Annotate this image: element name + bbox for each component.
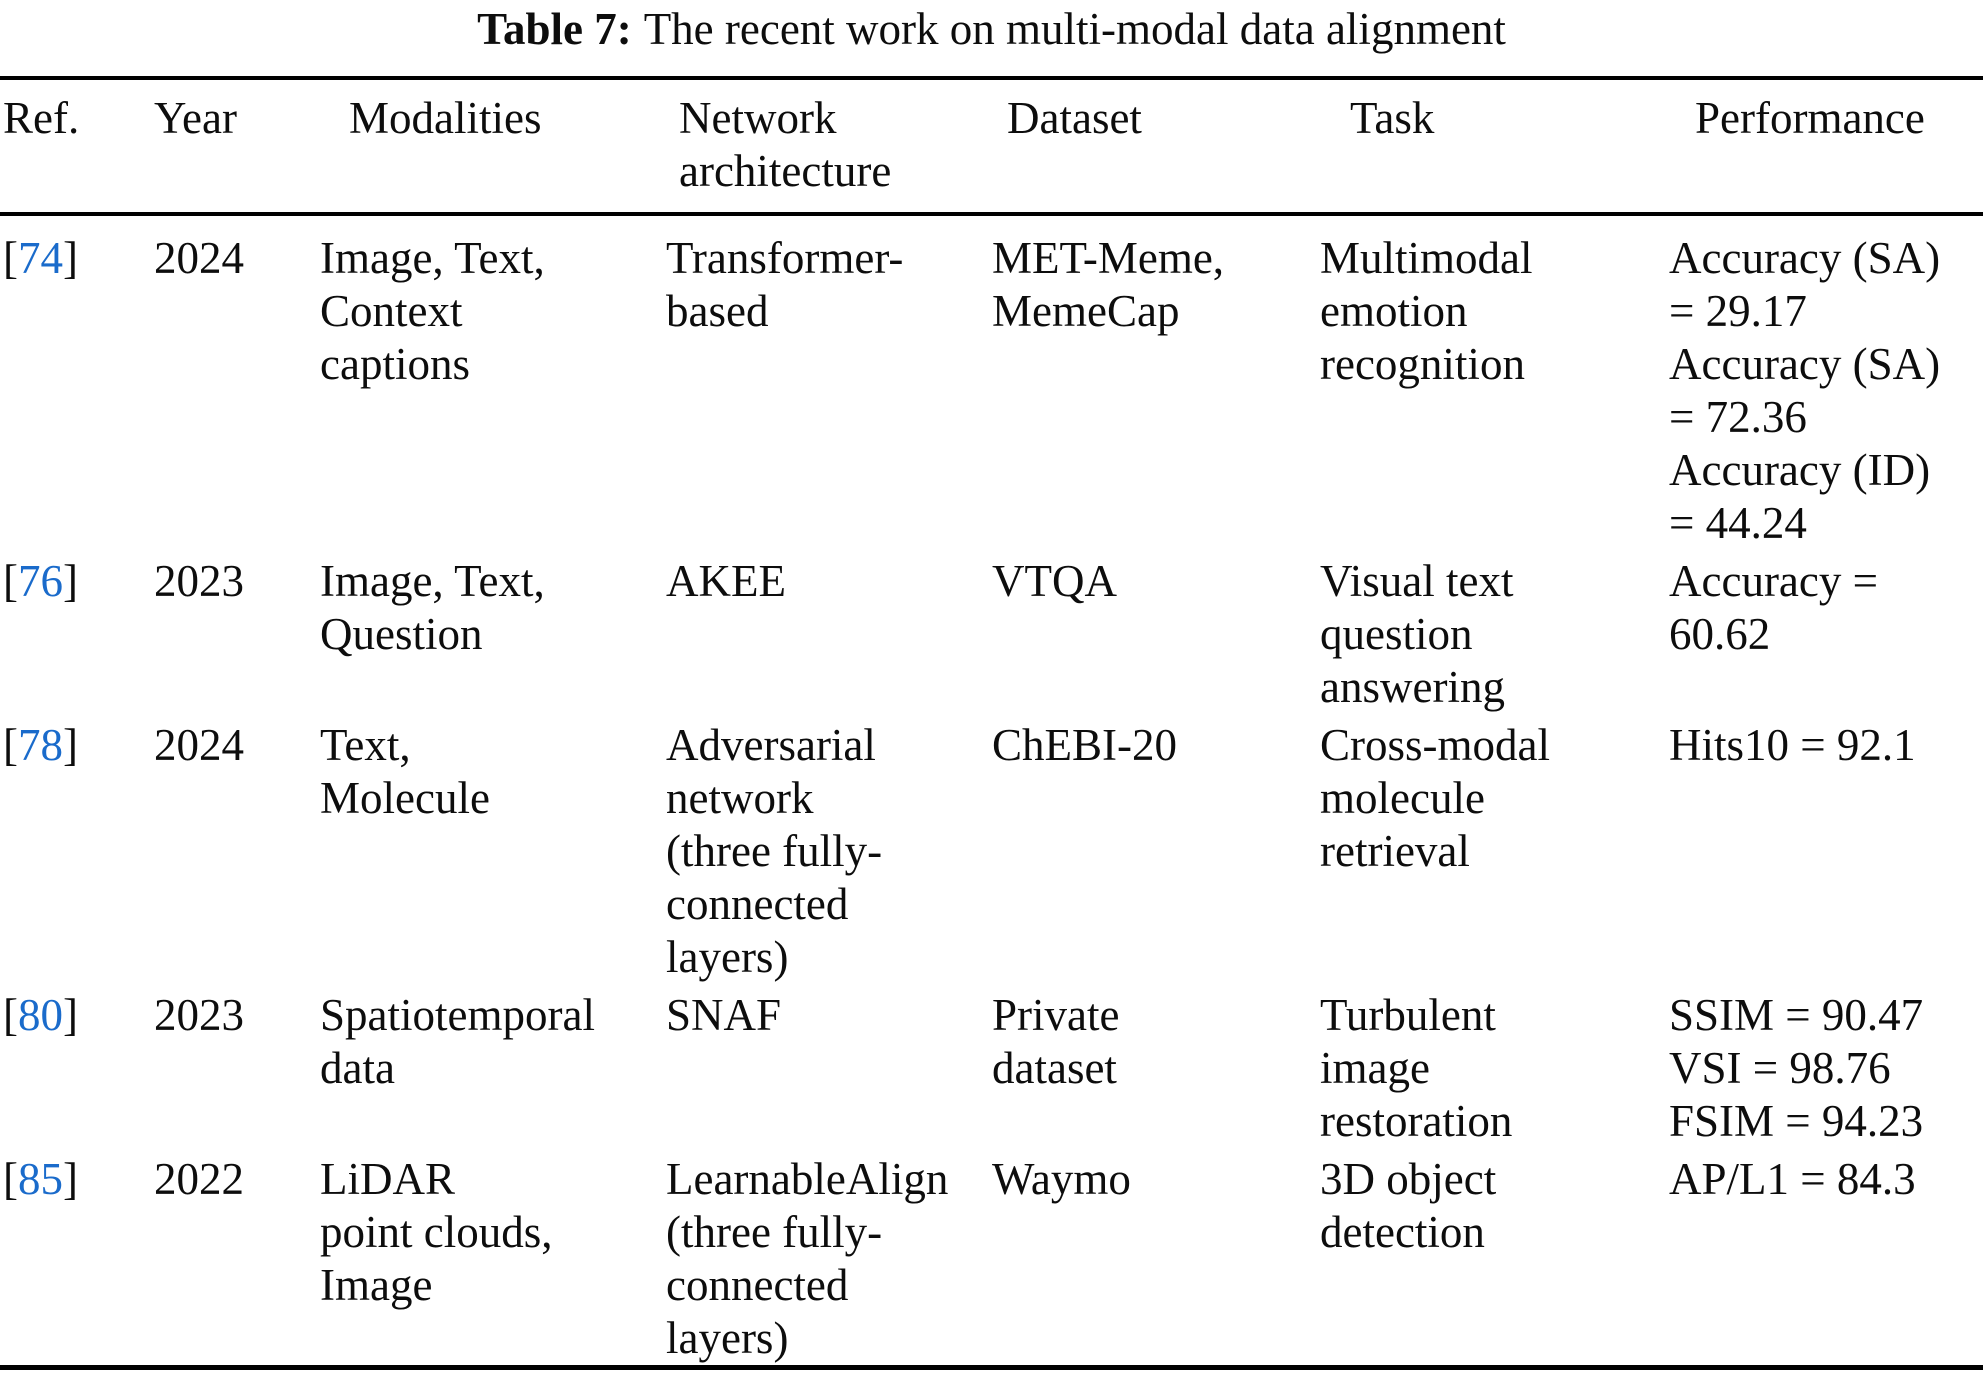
column-header-dataset: Dataset: [1007, 93, 1142, 143]
cell-network-architecture: Adversarial network (three fully- connec…: [666, 720, 883, 982]
cell-performance: AP/L1 = 84.3: [1669, 1154, 1916, 1204]
table-row: [76] 2023 Image, Text, Question AKEE VTQA Vis…: [0, 550, 1983, 714]
column-header-modalities: Modalities: [349, 93, 542, 143]
citation-link[interactable]: 74: [18, 233, 63, 283]
column-header-year: Year: [154, 93, 237, 143]
table-caption: Table 7:The recent work on multi-modal d…: [0, 0, 1983, 58]
header-row: Ref. Year Modalities Network architectur…: [0, 78, 1983, 214]
column-header-performance: Performance: [1695, 93, 1925, 143]
table-row: [80] 2023 Spatiotemporal data SNAF Private d…: [0, 984, 1983, 1148]
citation-link[interactable]: 80: [18, 990, 63, 1040]
cell-year: 2024: [154, 233, 244, 283]
cell-modalities: Image, Text, Question: [320, 556, 545, 659]
data-table: Ref. Year Modalities Network architectur…: [0, 76, 1983, 1370]
cell-ref: [78]: [3, 720, 78, 770]
cell-ref: [76]: [3, 556, 78, 606]
cell-dataset: VTQA: [992, 556, 1117, 606]
cell-ref: [85]: [3, 1154, 78, 1204]
cell-dataset: MET-Meme, MemeCap: [992, 233, 1225, 336]
column-header-ref: Ref.: [3, 93, 80, 143]
cell-network-architecture: SNAF: [666, 990, 782, 1040]
table-body: [74] 2024 Image, Text, Context captions Tra…: [0, 214, 1983, 1368]
table-row: [85] 2022 LiDAR point clouds, Image Learnab…: [0, 1148, 1983, 1368]
table-caption-text: The recent work on multi-modal data alig…: [643, 4, 1506, 54]
table-caption-label: Table 7:: [477, 4, 632, 54]
cell-modalities: Spatiotemporal data: [320, 990, 595, 1093]
cell-network-architecture: Transformer- based: [666, 233, 904, 336]
cell-performance: Accuracy = 60.62: [1669, 556, 1879, 659]
column-header-network-architecture: Network architecture: [679, 93, 892, 196]
cell-modalities: LiDAR point clouds, Image: [320, 1154, 553, 1310]
cell-performance: Hits10 = 92.1: [1669, 720, 1916, 770]
table-row: [78] 2024 Text, Molecule Adversarial networ…: [0, 714, 1983, 984]
cell-network-architecture: LearnableAlign (three fully- connected l…: [666, 1154, 949, 1363]
cell-dataset: ChEBI-20: [992, 720, 1177, 770]
cell-dataset: Private dataset: [992, 990, 1120, 1093]
cell-modalities: Image, Text, Context captions: [320, 233, 545, 389]
table-row: [74] 2024 Image, Text, Context captions Tra…: [0, 214, 1983, 550]
cell-year: 2023: [154, 556, 244, 606]
cell-task: Visual text question answering: [1320, 556, 1514, 712]
cell-network-architecture: AKEE: [666, 556, 786, 606]
cell-year: 2023: [154, 990, 244, 1040]
column-header-task: Task: [1350, 93, 1435, 143]
cell-task: Turbulent image restoration: [1320, 990, 1513, 1146]
cell-performance: Accuracy (SA) = 29.17 Accuracy (SA) = 72…: [1669, 233, 1941, 548]
cell-modalities: Text, Molecule: [320, 720, 490, 823]
cell-task: Multimodal emotion recognition: [1320, 233, 1533, 389]
citation-link[interactable]: 78: [18, 720, 63, 770]
cell-dataset: Waymo: [992, 1154, 1131, 1204]
cell-year: 2024: [154, 720, 244, 770]
citation-link[interactable]: 76: [18, 556, 63, 606]
cell-ref: [74]: [3, 233, 78, 283]
citation-link[interactable]: 85: [18, 1154, 63, 1204]
cell-year: 2022: [154, 1154, 244, 1204]
cell-performance: SSIM = 90.47 VSI = 98.76 FSIM = 94.23: [1669, 990, 1924, 1146]
cell-task: Cross-modal molecule retrieval: [1320, 720, 1550, 876]
cell-task: 3D object detection: [1320, 1154, 1497, 1257]
cell-ref: [80]: [3, 990, 78, 1040]
